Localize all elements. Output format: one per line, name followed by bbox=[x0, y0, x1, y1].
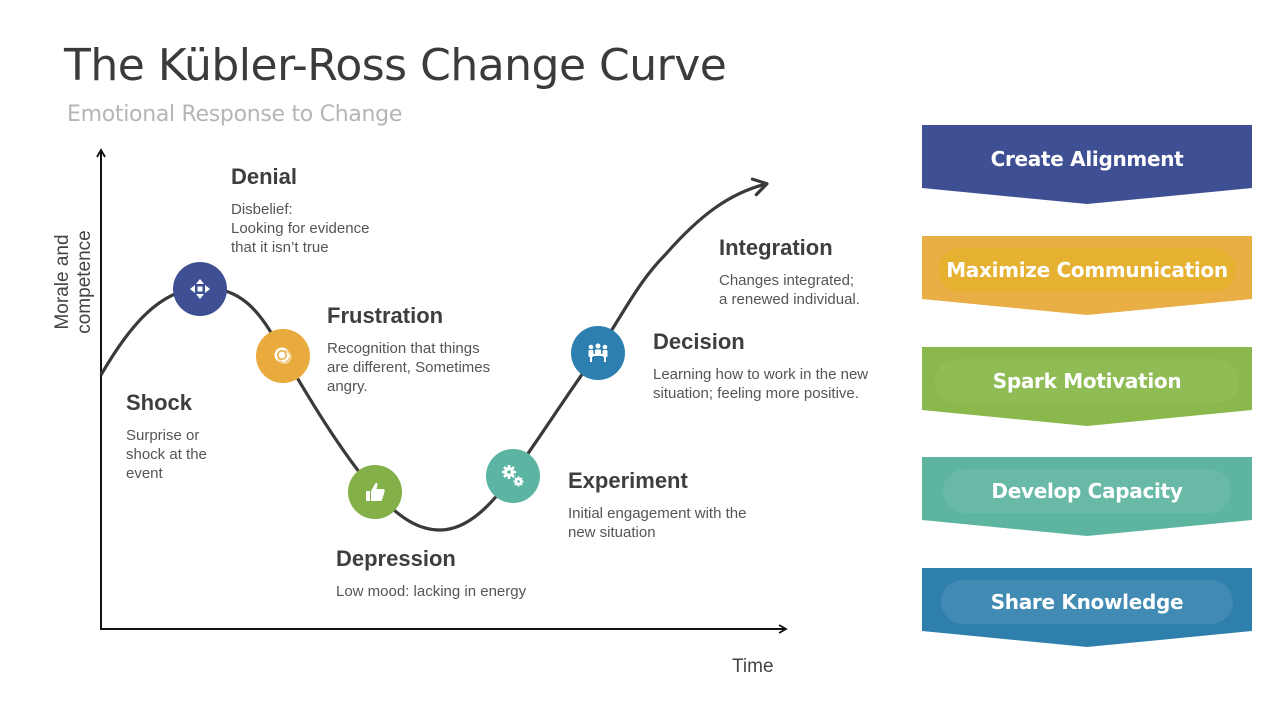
stage-experiment: Experiment Initial engagement with the n… bbox=[568, 468, 746, 542]
action-label: Share Knowledge bbox=[940, 580, 1234, 624]
stage-shock: Shock Surprise or shock at the event bbox=[126, 390, 207, 483]
chat-bubble-icon bbox=[274, 347, 292, 364]
stage-title: Integration bbox=[719, 235, 833, 260]
stage-title: Denial bbox=[231, 164, 298, 189]
stage-description: Initial engagement with the new situatio… bbox=[568, 505, 747, 541]
stage-title: Experiment bbox=[568, 468, 688, 493]
stage-title: Decision bbox=[653, 329, 745, 354]
chevron-shape bbox=[922, 125, 1252, 204]
action-develop-capacity: Develop Capacity bbox=[922, 457, 1252, 537]
action-share-knowledge: Share Knowledge bbox=[922, 568, 1252, 648]
chevron-shape bbox=[922, 568, 1252, 647]
chevron-shape bbox=[922, 457, 1252, 536]
stage-title: Shock bbox=[126, 390, 193, 415]
stage-title: Depression bbox=[336, 546, 456, 571]
stage-frustration: Frustration Recognition that things are … bbox=[327, 303, 490, 396]
team-icon bbox=[588, 343, 608, 362]
action-label: Develop Capacity bbox=[943, 469, 1231, 513]
stage-description: Surprise or shock at the event bbox=[126, 427, 207, 482]
stage-description: Recognition that things are different, S… bbox=[327, 340, 491, 395]
stage-title: Frustration bbox=[327, 303, 444, 328]
frustration-marker bbox=[256, 329, 310, 383]
action-label: Maximize Communication bbox=[938, 248, 1236, 292]
page-title: The Kübler-Ross Change Curve bbox=[64, 40, 727, 91]
stage-description: Low mood: lacking in energy bbox=[336, 583, 527, 600]
stage-depression: Depression Low mood: lacking in energy bbox=[336, 546, 526, 601]
experiment-marker bbox=[486, 449, 540, 503]
stage-integration: Integration Changes integrated; a renewe… bbox=[719, 235, 860, 309]
chevron-shape bbox=[922, 347, 1252, 426]
action-maximize-communication: Maximize Communication bbox=[922, 236, 1252, 316]
y-axis-label: Morale and competence bbox=[52, 230, 95, 334]
action-create-alignment: Create Alignment bbox=[922, 125, 1252, 205]
decision-marker bbox=[571, 326, 625, 380]
stage-description: Disbelief: Looking for evidence that it … bbox=[231, 201, 370, 256]
stage-description: Changes integrated; a renewed individual… bbox=[719, 272, 860, 308]
depression-marker bbox=[348, 465, 402, 519]
move-arrows-icon bbox=[190, 279, 210, 299]
emotion-curve bbox=[99, 177, 769, 532]
page-subtitle: Emotional Response to Change bbox=[67, 102, 403, 127]
x-axis-label: Time bbox=[732, 656, 774, 677]
action-label: Spark Motivation bbox=[934, 359, 1240, 403]
thumbs-up-icon bbox=[366, 482, 385, 501]
action-label: Create Alignment bbox=[990, 147, 1184, 171]
stage-denial: Denial Disbelief: Looking for evidence t… bbox=[231, 164, 369, 257]
stage-description: Learning how to work in the new situatio… bbox=[653, 366, 869, 402]
denial-marker bbox=[173, 262, 227, 316]
stage-decision: Decision Learning how to work in the new… bbox=[653, 329, 868, 403]
gears-icon bbox=[502, 465, 524, 487]
action-spark-motivation: Spark Motivation bbox=[922, 347, 1252, 427]
